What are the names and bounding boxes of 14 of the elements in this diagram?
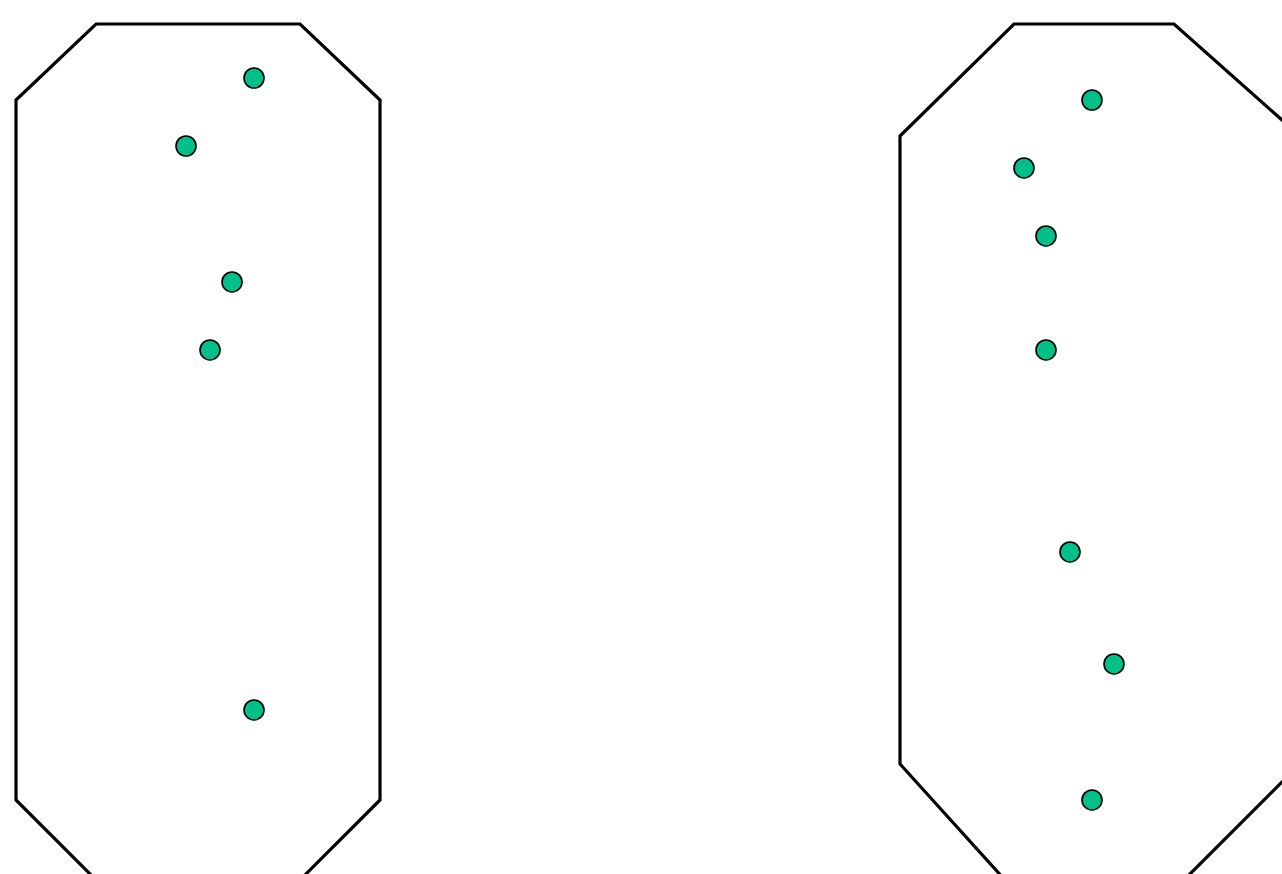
dot — [175, 135, 197, 157]
octagon-outline — [898, 22, 1282, 874]
dot — [1081, 789, 1103, 811]
dot — [1103, 653, 1125, 675]
dot — [1035, 225, 1057, 247]
dot — [1059, 541, 1081, 563]
octagon-outline — [14, 22, 382, 874]
dot — [243, 699, 265, 721]
dot — [1013, 157, 1035, 179]
dot — [221, 271, 243, 293]
dot — [1081, 89, 1103, 111]
dot — [1035, 339, 1057, 361]
dot — [199, 339, 221, 361]
dot — [243, 67, 265, 89]
